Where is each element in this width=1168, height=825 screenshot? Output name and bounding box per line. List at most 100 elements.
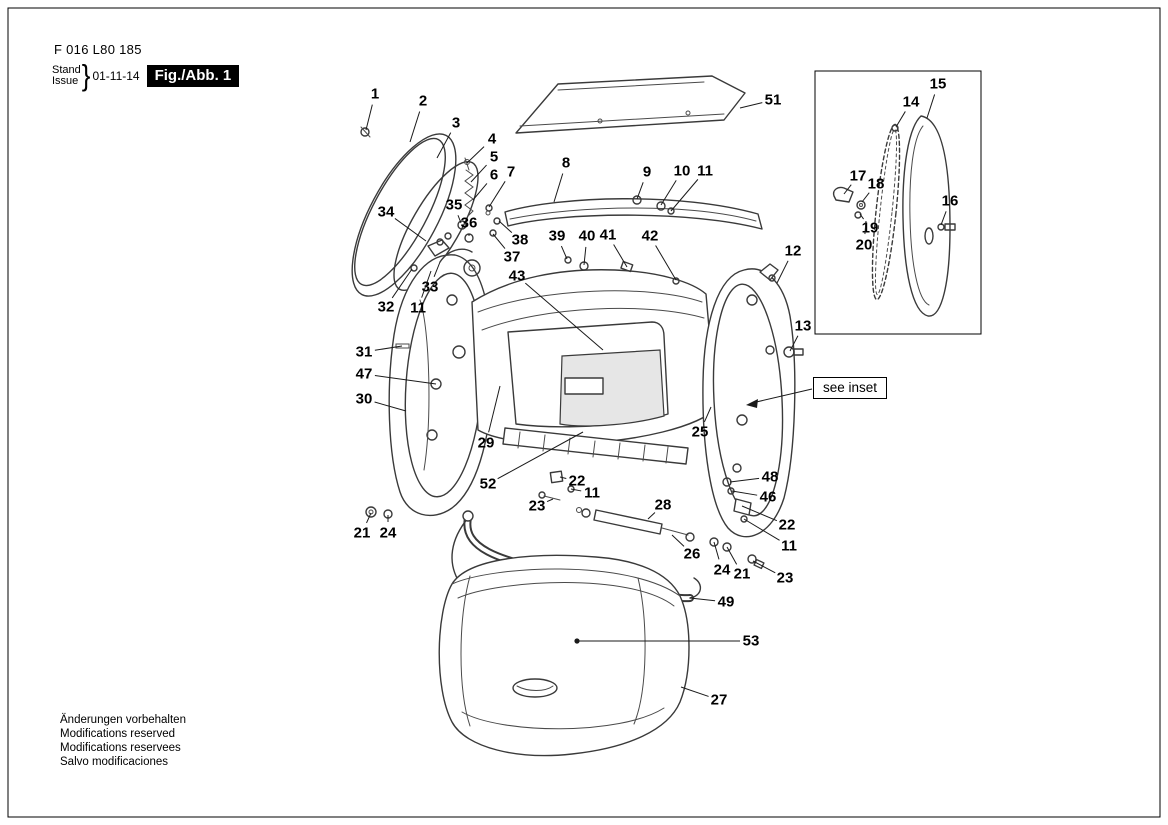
part-number-23: 23 <box>529 498 546 515</box>
part-number-6: 6 <box>490 167 498 184</box>
part-number-3: 3 <box>452 115 460 132</box>
issue-date: 01-11-14 <box>92 68 140 83</box>
part-number-11: 11 <box>697 163 713 180</box>
part-number-38: 38 <box>512 232 529 249</box>
part-number-4: 4 <box>488 131 497 148</box>
leader-line-33 <box>433 261 441 277</box>
leader-line-48 <box>729 477 760 483</box>
inset-border <box>814 70 982 335</box>
part-number-32: 32 <box>378 299 395 316</box>
brace-glyph: } <box>81 57 91 93</box>
part-number-14: 14 <box>903 94 920 111</box>
leader-line-16 <box>940 211 947 226</box>
part-number-27: 27 <box>711 692 728 709</box>
see-inset-box: see inset <box>813 377 888 399</box>
leader-line-21 <box>726 546 738 565</box>
part-number-48: 48 <box>762 469 779 486</box>
part-number-13: 13 <box>795 318 812 335</box>
part-number-20: 20 <box>856 237 873 254</box>
leader-line-20 <box>864 220 867 235</box>
leader-line-29 <box>488 385 501 433</box>
leader-line-47 <box>374 375 437 385</box>
left-side-panel <box>365 248 493 519</box>
part-number-43: 43 <box>509 268 526 285</box>
part-number-36: 36 <box>461 215 478 232</box>
part-number-22: 22 <box>779 517 796 534</box>
spring-and-screws <box>464 157 493 217</box>
leader-line-22 <box>741 505 778 522</box>
leader-line-11 <box>670 179 699 212</box>
part-number-37: 37 <box>504 249 521 266</box>
leader-line-28 <box>647 512 656 520</box>
leader-line-11 <box>743 518 780 541</box>
leader-line-46 <box>731 490 758 496</box>
leader-line-19 <box>859 213 865 220</box>
part-number-7: 7 <box>507 164 515 181</box>
leader-line-52 <box>497 431 584 480</box>
part-number-51: 51 <box>765 92 782 109</box>
part-number-25: 25 <box>692 424 709 441</box>
leader-line-43 <box>525 282 604 351</box>
see-inset-arrow <box>746 388 813 408</box>
leader-line-17 <box>843 184 852 195</box>
part-number-2: 2 <box>419 93 427 110</box>
bottom-rail <box>502 427 689 465</box>
part-number-1: 1 <box>371 86 379 103</box>
leader-line-6 <box>472 183 488 201</box>
leader-line-37 <box>492 233 506 249</box>
leader-line-35 <box>457 215 462 224</box>
part-number-18: 18 <box>868 176 885 193</box>
part-number-31: 31 <box>356 344 373 361</box>
stand-issue-labels: Stand Issue <box>52 63 81 87</box>
part-number-11: 11 <box>584 485 600 502</box>
leader-line-22 <box>559 476 567 479</box>
belt-loops <box>351 126 479 297</box>
part-number-52: 52 <box>480 476 497 493</box>
leader-line-40 <box>583 246 587 266</box>
leader-line-32 <box>391 268 413 299</box>
footer-line-es: Salvo modificaciones <box>60 756 169 768</box>
leader-line-10 <box>660 180 677 206</box>
part-number-30: 30 <box>356 391 373 408</box>
leader-line-15 <box>926 94 936 119</box>
leader-line-13 <box>789 335 799 352</box>
part-number-49: 49 <box>718 594 735 611</box>
leader-line-51 <box>739 102 763 109</box>
part-number-33: 33 <box>422 279 439 296</box>
leader-line-34 <box>394 218 427 242</box>
leader-line-25 <box>703 406 712 423</box>
part-number-21: 21 <box>734 566 751 583</box>
leader-line-31 <box>374 345 403 351</box>
leader-line-23 <box>546 498 554 503</box>
part-number-53: 53 <box>743 633 760 650</box>
leader-line-2 <box>409 111 421 143</box>
top-lid <box>515 75 746 134</box>
leader-line-5 <box>470 164 487 183</box>
top-frame <box>504 195 763 230</box>
stand-label: Stand <box>52 63 81 76</box>
leader-line-14 <box>895 111 906 128</box>
mid-hardware-cluster <box>538 470 575 501</box>
part-number-26: 26 <box>684 546 701 563</box>
part-number-29: 29 <box>478 435 495 452</box>
part-code: F 016 L80 185 <box>54 42 142 57</box>
part-number-40: 40 <box>579 228 596 245</box>
part-number-21: 21 <box>354 525 371 542</box>
leader-line-8 <box>553 173 564 203</box>
leader-line-24 <box>713 541 720 560</box>
issue-row: Stand Issue } 01-11-14 Fig./Abb. 1 <box>52 57 240 93</box>
part-number-23: 23 <box>777 570 794 587</box>
part-number-22: 22 <box>569 473 586 490</box>
part-number-5: 5 <box>490 149 498 166</box>
grass-box <box>438 554 690 757</box>
part-number-41: 41 <box>600 227 617 244</box>
leader-line-26 <box>671 534 685 547</box>
footer-line-en: Modifications reserved <box>60 728 176 740</box>
leader-dot-53 <box>574 638 580 644</box>
part-number-47: 47 <box>356 366 373 383</box>
part-number-15: 15 <box>930 76 947 93</box>
part-number-12: 12 <box>785 243 802 260</box>
